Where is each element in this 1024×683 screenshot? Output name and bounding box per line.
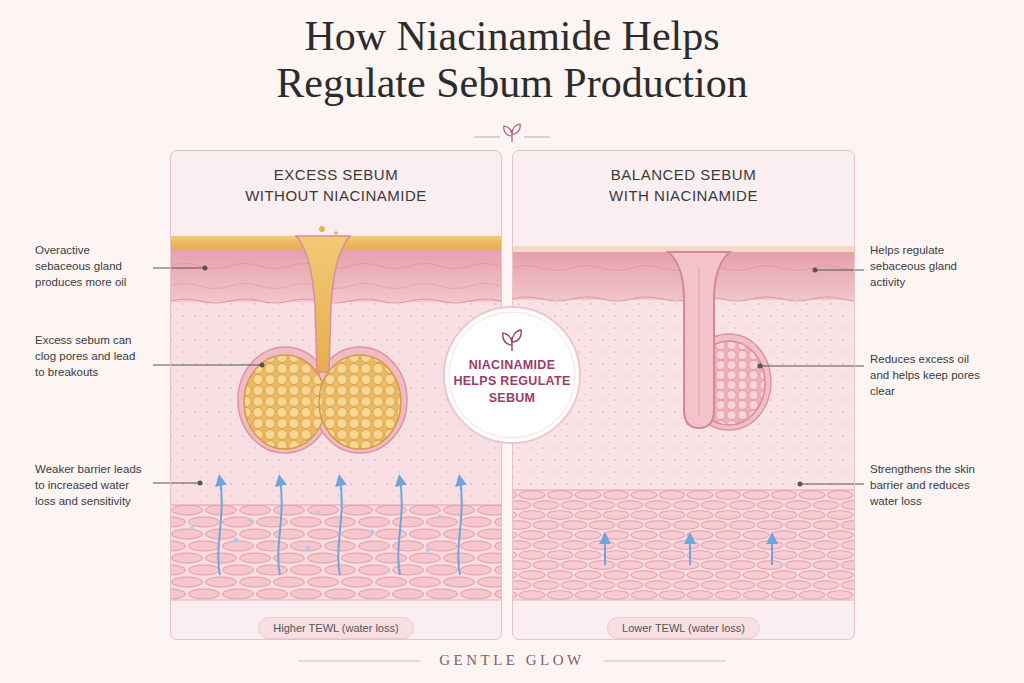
leader-dot [203, 266, 208, 271]
barrier-cell-layer [170, 505, 502, 600]
leader-dot [813, 268, 818, 273]
water-loss-arrow [604, 538, 606, 565]
sebaceous-gland-lobe [244, 355, 326, 449]
barrier-border [512, 600, 855, 601]
water-loss-arrow [218, 480, 221, 575]
leaf-icon [504, 124, 520, 142]
water-droplet [438, 514, 442, 518]
leader-line [153, 483, 200, 484]
water-droplet [426, 548, 430, 552]
water-loss-arrow [398, 480, 401, 575]
tewl-pill: Lower TEWL (water loss) [607, 617, 760, 639]
pill-label: Higher TEWL (water loss) [273, 621, 398, 635]
clogged-pore [296, 236, 350, 372]
label-holder: Weaker barrier leads to increased water … [35, 462, 147, 510]
water-loss-arrow [458, 480, 461, 575]
leaf-icon [503, 330, 521, 351]
water-droplet [316, 510, 320, 514]
water-droplet [369, 529, 374, 534]
barrier-cell-layer [512, 490, 855, 600]
water-droplet [248, 518, 252, 522]
epidermis-wave [170, 284, 502, 289]
leader-dot [758, 364, 763, 369]
barrier-border [512, 489, 855, 490]
water-loss-arrow [338, 480, 341, 575]
oil-drop [319, 226, 325, 232]
leader-line [760, 366, 864, 367]
oil-drop [334, 231, 338, 235]
callout-label: Weaker barrier leads to increased water … [35, 462, 147, 510]
water-loss-arrow [689, 538, 691, 565]
label-holder: Overactive sebaceous gland produces more… [35, 243, 147, 291]
label-holder: Strengthens the skin barrier and reduces… [870, 462, 982, 510]
ornament-line [474, 137, 500, 138]
badge-text: NIACINAMIDE HELPS REGULATE SEBUM [449, 357, 575, 406]
pill-label: Lower TEWL (water loss) [622, 621, 745, 635]
dermis-border [170, 299, 502, 303]
callout-label: Overactive sebaceous gland produces more… [35, 243, 147, 291]
callout-label: Reduces excess oil and helps keep pores … [870, 352, 982, 400]
title-holder: How Niacinamide Helps Regulate Sebum Pro… [232, 13, 792, 108]
clear-pore [668, 252, 730, 428]
leader-line [815, 270, 864, 271]
sebaceous-gland-lobe [319, 355, 401, 449]
footer-rule [298, 661, 420, 662]
leader-dot [260, 363, 265, 368]
pore-channel [698, 268, 699, 415]
label-holder: Reduces excess oil and helps keep pores … [870, 352, 982, 400]
title-ornament [474, 124, 550, 142]
water-droplet [306, 546, 311, 551]
callout-label: Helps regulate sebaceous gland activity [870, 243, 982, 291]
callout-label: Strengthens the skin barrier and reduces… [870, 462, 982, 510]
callout-label: Excess sebum can clog pores and lead to … [35, 333, 147, 381]
label-holder: GENTLE GLOW [312, 650, 712, 671]
water-loss-arrow [771, 538, 773, 565]
label-holder: Helps regulate sebaceous gland activity [870, 243, 982, 291]
center-badge: NIACINAMIDE HELPS REGULATE SEBUM [442, 305, 582, 445]
water-droplet [233, 537, 238, 542]
water-droplet [190, 526, 194, 530]
page-title: How Niacinamide Helps Regulate Sebum Pro… [232, 13, 792, 108]
leader-lines [153, 266, 864, 487]
label-holder: Excess sebum can clog pores and lead to … [35, 333, 147, 381]
panel-heading: BALANCED SEBUM WITH NIACINAMIDE [590, 164, 777, 206]
footer-rule [604, 661, 726, 662]
leader-line [153, 268, 205, 269]
badge-circle [444, 307, 580, 443]
barrier-border [170, 504, 502, 505]
ornament-line [524, 137, 550, 138]
barrier-border [170, 600, 502, 601]
leader-dot [798, 482, 803, 487]
water-loss-arrow [278, 480, 281, 575]
tewl-pill: Higher TEWL (water loss) [258, 617, 413, 639]
leader-dot [198, 481, 203, 486]
badge-inner-ring [449, 312, 575, 438]
brand-footer: GENTLE GLOW [312, 650, 712, 671]
panel-heading: EXCESS SEBUM WITHOUT NIACINAMIDE [243, 164, 430, 206]
